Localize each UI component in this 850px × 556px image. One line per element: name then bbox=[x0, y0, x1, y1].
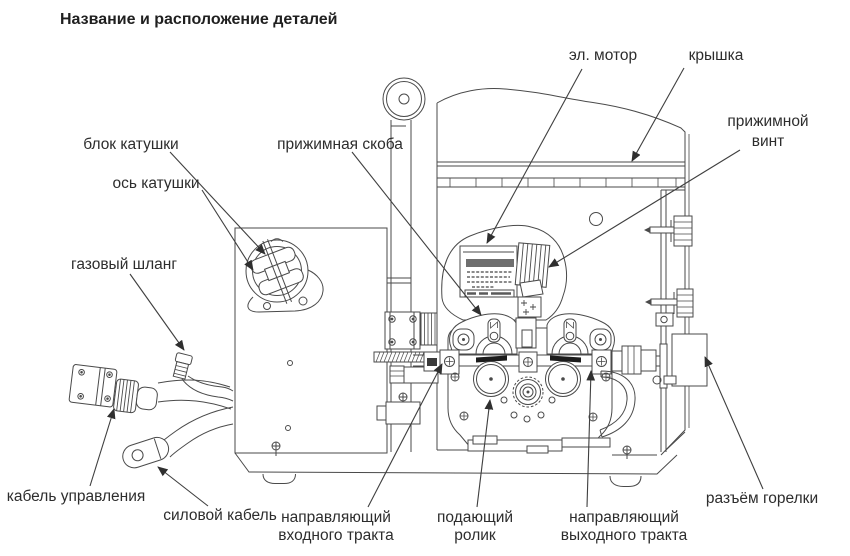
arrow-feed-roller bbox=[476, 399, 494, 508]
spool-axis-hub bbox=[250, 239, 304, 304]
arrow-control-cable bbox=[89, 408, 116, 487]
arrow-power-cable bbox=[157, 466, 209, 507]
top-knob bbox=[382, 77, 426, 452]
hinge-bolt-middle bbox=[645, 288, 694, 327]
label-cover: крышка bbox=[688, 47, 744, 64]
torch-connector-block bbox=[671, 333, 708, 387]
arrow-spool-block bbox=[169, 151, 266, 255]
pressure-screw-block bbox=[514, 242, 551, 318]
motor-nameplate bbox=[459, 245, 518, 298]
label-torch-connector: разъём горелки bbox=[705, 490, 819, 507]
gas-hose-fitting bbox=[172, 352, 193, 380]
arrow-el-motor bbox=[486, 68, 583, 244]
control-cable-connector bbox=[68, 364, 158, 414]
arrow-pressure-screw bbox=[548, 149, 741, 268]
page-title: Название и расположение деталей bbox=[60, 11, 338, 28]
label-gas-hose: газовый шланг bbox=[71, 256, 177, 273]
arrow-gas-hose bbox=[129, 273, 185, 351]
power-cable-lug bbox=[122, 436, 170, 469]
label-el-motor: эл. мотор bbox=[568, 47, 638, 64]
arrow-inlet-guide bbox=[367, 363, 443, 508]
label-outlet-guide: направляющий выходного тракта bbox=[560, 509, 688, 544]
machine-base bbox=[234, 441, 678, 487]
label-spool-block: блок катушки bbox=[83, 136, 179, 153]
gear-bracket-assembly bbox=[373, 311, 449, 425]
drive-gear bbox=[512, 376, 544, 408]
arrow-pressure-bracket bbox=[351, 151, 482, 316]
arrow-spool-axis bbox=[201, 189, 254, 271]
pressure-arm-left bbox=[449, 313, 518, 355]
label-feed-roller: подающий ролик bbox=[436, 509, 514, 544]
hinge-bolt-top bbox=[644, 215, 693, 247]
arrow-torch-connector bbox=[704, 356, 764, 490]
arrow-outlet-guide bbox=[586, 370, 596, 508]
leader-arrows bbox=[89, 67, 764, 508]
feed-roller-right bbox=[545, 361, 581, 397]
label-control-cable: кабель управления bbox=[6, 488, 146, 505]
label-pressure-screw: прижимной винт bbox=[727, 113, 809, 150]
spool-flange bbox=[245, 238, 324, 313]
arrow-cover bbox=[631, 67, 685, 162]
feed-roller-left bbox=[473, 361, 509, 397]
label-power-cable: силовой кабель bbox=[163, 507, 277, 524]
output-shaft bbox=[611, 345, 660, 375]
label-spool-axis: ось катушки bbox=[112, 175, 200, 192]
cables bbox=[68, 352, 234, 469]
label-pressure-bracket: прижимная скоба bbox=[277, 136, 403, 153]
pressure-arm-right bbox=[546, 313, 615, 355]
feed-mechanism bbox=[413, 313, 660, 454]
label-inlet-guide: направляющий входного тракта bbox=[278, 509, 394, 544]
door-hardware bbox=[644, 215, 708, 389]
